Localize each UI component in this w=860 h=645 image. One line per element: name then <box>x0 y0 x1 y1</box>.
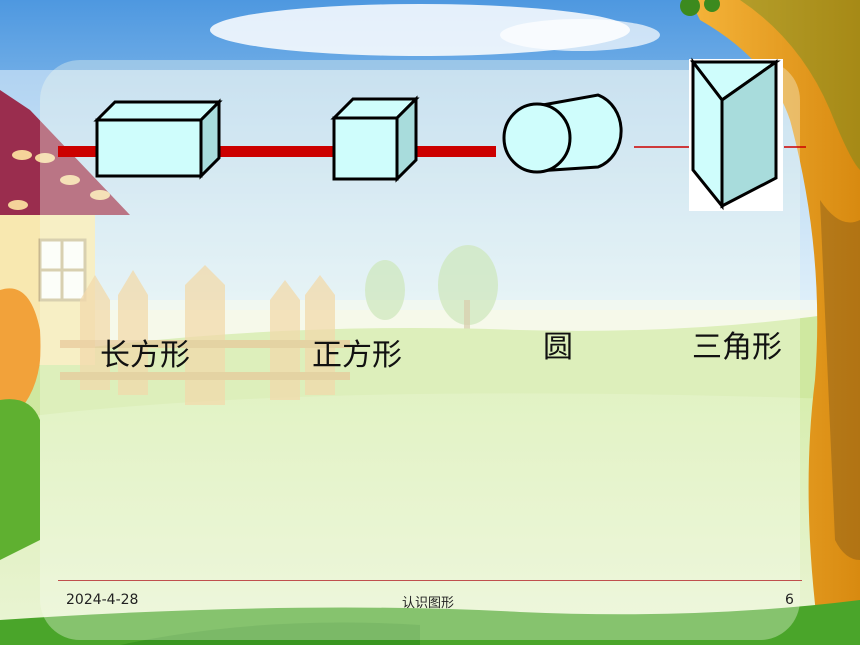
bush <box>0 288 41 410</box>
far-tree <box>365 260 405 320</box>
cube-shape[interactable] <box>330 95 420 183</box>
footer-title: 认识图形 <box>402 596 455 611</box>
cuboid-shape[interactable] <box>93 98 223 180</box>
triangular-prism-shape[interactable] <box>689 57 783 211</box>
label-triangular-prism: 三角形 <box>692 330 782 365</box>
cloud <box>500 19 660 51</box>
label-cube: 正方形 <box>312 338 402 373</box>
label-cylinder: 圆 <box>543 330 573 365</box>
cylinder-shape[interactable] <box>502 93 623 174</box>
leaf <box>680 0 700 16</box>
label-cuboid: 长方形 <box>100 338 190 373</box>
tree-trunk <box>690 0 860 645</box>
footer-page-number: 6 <box>785 592 794 608</box>
footer-divider <box>58 580 802 581</box>
connector-bar <box>58 146 496 157</box>
leaf <box>704 0 720 12</box>
footer-date: 2024-4-28 <box>66 592 139 608</box>
far-tree <box>438 245 498 325</box>
fence <box>60 265 350 405</box>
